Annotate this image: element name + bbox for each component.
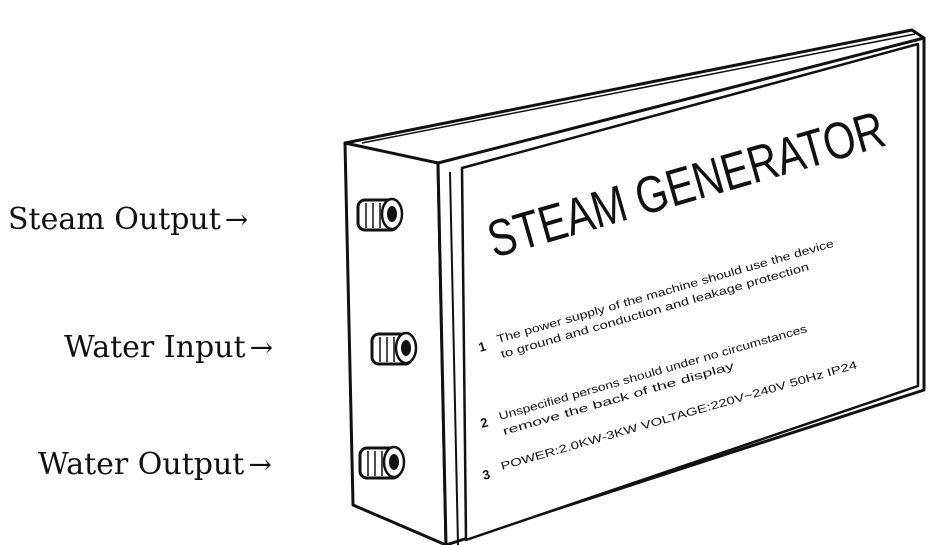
water-input-label: Water Input bbox=[64, 330, 246, 365]
water-output-label: Water Output bbox=[38, 447, 245, 482]
water-input-port bbox=[370, 331, 418, 366]
steam-output-callout: Steam Output → bbox=[8, 202, 248, 237]
water-input-callout: Water Input → bbox=[64, 330, 273, 365]
note-3-marker: 3 bbox=[481, 466, 492, 482]
arrow-right-icon: → bbox=[248, 447, 272, 481]
note-1-marker: 1 bbox=[477, 338, 488, 354]
device-front-panel bbox=[460, 42, 920, 542]
arrow-right-icon: → bbox=[224, 202, 249, 236]
steam-output-port bbox=[356, 197, 404, 232]
note-2-marker: 2 bbox=[479, 414, 490, 430]
water-output-port bbox=[358, 445, 406, 480]
steam-output-label: Steam Output bbox=[8, 202, 221, 237]
arrow-right-icon: → bbox=[249, 330, 274, 364]
water-output-callout: Water Output → bbox=[38, 447, 272, 482]
